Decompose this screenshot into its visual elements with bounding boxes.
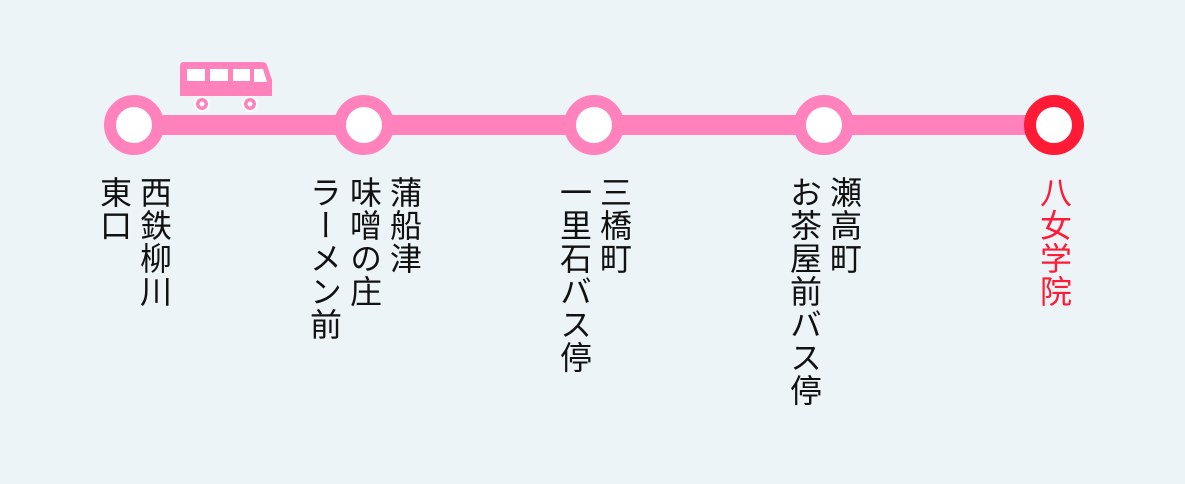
stop-label-line: お茶屋前バス停: [785, 176, 823, 407]
stop-marker: [1024, 95, 1084, 155]
stop-label-line: 蒲船津: [385, 176, 423, 275]
stop-marker: [334, 95, 394, 155]
stop-label: 蒲船津味噌の庄ラーメン前: [304, 176, 424, 341]
stop-label: 三橋町一里石バス停: [554, 176, 634, 374]
stop-label-line: 東口: [95, 176, 133, 242]
stop-label: 八女学院: [1034, 176, 1074, 308]
stop-label-line: 八女学院: [1035, 176, 1073, 308]
stop-marker: [564, 95, 624, 155]
stop-label: 瀬高町お茶屋前バス停: [784, 176, 864, 407]
stop-marker: [794, 95, 854, 155]
stop-label-line: 味噌の庄: [345, 176, 383, 308]
stop-label-line: 三橋町: [595, 176, 633, 275]
bus-icon: [180, 62, 272, 112]
stop-label-line: 西鉄柳川: [135, 176, 173, 308]
stop-label-line: 瀬高町: [825, 176, 863, 275]
stop-label-line: 一里石バス停: [555, 176, 593, 374]
stop-label: 西鉄柳川東口: [94, 176, 174, 308]
stop-marker: [104, 95, 164, 155]
stop-label-line: ラーメン前: [305, 176, 343, 341]
